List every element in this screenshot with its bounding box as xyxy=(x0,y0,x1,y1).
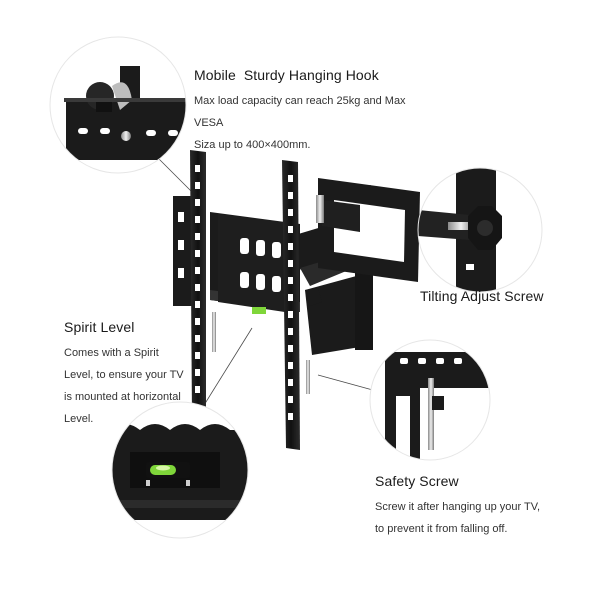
level-callout-description: Comes with a Spirit Level, to ensure you… xyxy=(64,342,196,430)
vertical-arm-left xyxy=(190,150,216,420)
wall-bracket xyxy=(316,178,420,282)
level-desc-line-2: Level, to ensure your TV xyxy=(64,369,184,381)
tv-plate xyxy=(218,214,298,314)
hook-callout-title: Mobile Sturdy Hanging Hook xyxy=(194,67,379,83)
safety-desc-line-1: Screw it after hanging up your TV, xyxy=(375,501,541,513)
safety-desc-line-2: to prevent it from falling off. xyxy=(375,523,508,535)
vertical-arm-right xyxy=(282,160,322,450)
hook-callout-description: Max load capacity can reach 25kg and Max… xyxy=(194,90,434,156)
safety-callout-description: Screw it after hanging up your TV, to pr… xyxy=(375,496,575,540)
hook-detail-image xyxy=(49,36,187,174)
hook-desc-line-2: Siza up to 400×400mm. xyxy=(194,139,311,151)
safety-screw-detail-image xyxy=(369,339,491,461)
level-callout-title: Spirit Level xyxy=(64,319,135,335)
safety-callout-title: Safety Screw xyxy=(375,473,459,489)
level-desc-line-1: Comes with a Spirit xyxy=(64,347,159,359)
level-desc-line-3: is mounted at horizontal xyxy=(64,391,181,403)
tilt-knob-detail-image xyxy=(417,167,543,293)
wall-mount xyxy=(173,150,420,450)
hook-desc-line-1: Max load capacity can reach 25kg and Max… xyxy=(194,95,406,129)
spirit-level-detail-image xyxy=(111,401,249,539)
level-desc-line-4: Level. xyxy=(64,413,94,425)
tilt-callout-title: Tilting Adjust Screw xyxy=(420,288,544,304)
